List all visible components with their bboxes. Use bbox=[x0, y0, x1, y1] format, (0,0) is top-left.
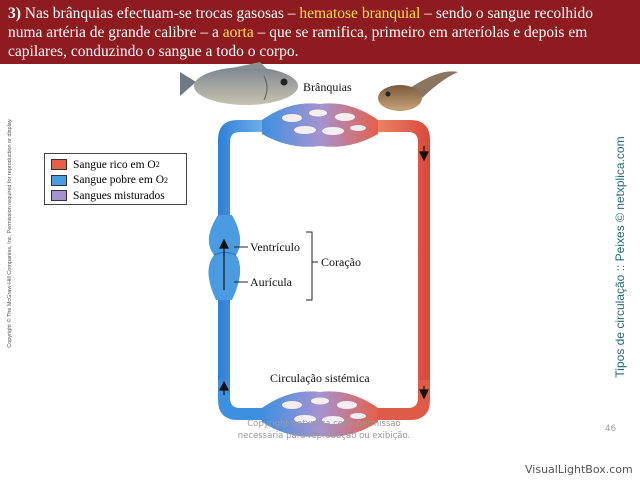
label-circulacao-sistemica: Circulação sistémica bbox=[270, 371, 370, 385]
banner-text-3: – que se ramifica, primeiro em arteríola… bbox=[8, 24, 588, 60]
highlight-hematose: hematose branquial bbox=[299, 5, 421, 22]
legend-sub-rich: 2 bbox=[155, 160, 160, 170]
watermark[interactable]: VisualLightBox.com bbox=[525, 463, 633, 476]
fish-image bbox=[180, 62, 298, 105]
footer-line-1: Copyright netxplica.com: permissão bbox=[247, 419, 401, 429]
legend-sub-poor: 2 bbox=[164, 175, 169, 185]
label-ventriculo: Ventrículo bbox=[250, 240, 300, 254]
label-auricula: Aurícula bbox=[250, 275, 292, 289]
legend-label-rich: Sangue rico em O bbox=[73, 158, 156, 171]
title-banner: 3) Nas brânquias efectuam-se trocas gaso… bbox=[0, 0, 640, 64]
bottom-right-vessel bbox=[370, 380, 430, 420]
banner-text-1: Nas brânquias efectuam-se trocas gasosas… bbox=[24, 5, 300, 22]
label-coracao: Coração bbox=[321, 255, 361, 269]
label-branquias: Brânquias bbox=[303, 80, 352, 94]
swatch-oxygen-poor bbox=[51, 174, 67, 186]
page-number: 46 bbox=[605, 424, 616, 434]
highlight-aorta: aorta bbox=[222, 24, 254, 41]
banner-text-2: – sendo o sangue recolhido numa artéria … bbox=[8, 5, 593, 41]
right-vessel bbox=[370, 120, 430, 380]
bottom-left-vessel bbox=[218, 380, 270, 420]
slide-number: 3) bbox=[8, 5, 21, 22]
footer-copyright: Copyright netxplica.com: permissão neces… bbox=[218, 418, 430, 442]
swatch-mixed bbox=[51, 190, 67, 202]
legend-label-mixed: Sangues misturados bbox=[73, 189, 165, 202]
footer-line-2: necessária para reprodução ou exibição. bbox=[237, 431, 411, 441]
legend-label-poor: Sangue pobre em O bbox=[73, 174, 165, 187]
tadpole-image bbox=[378, 71, 458, 111]
swatch-oxygen-rich bbox=[51, 159, 67, 171]
legend-item-mixed: Sangues misturados bbox=[51, 188, 186, 204]
